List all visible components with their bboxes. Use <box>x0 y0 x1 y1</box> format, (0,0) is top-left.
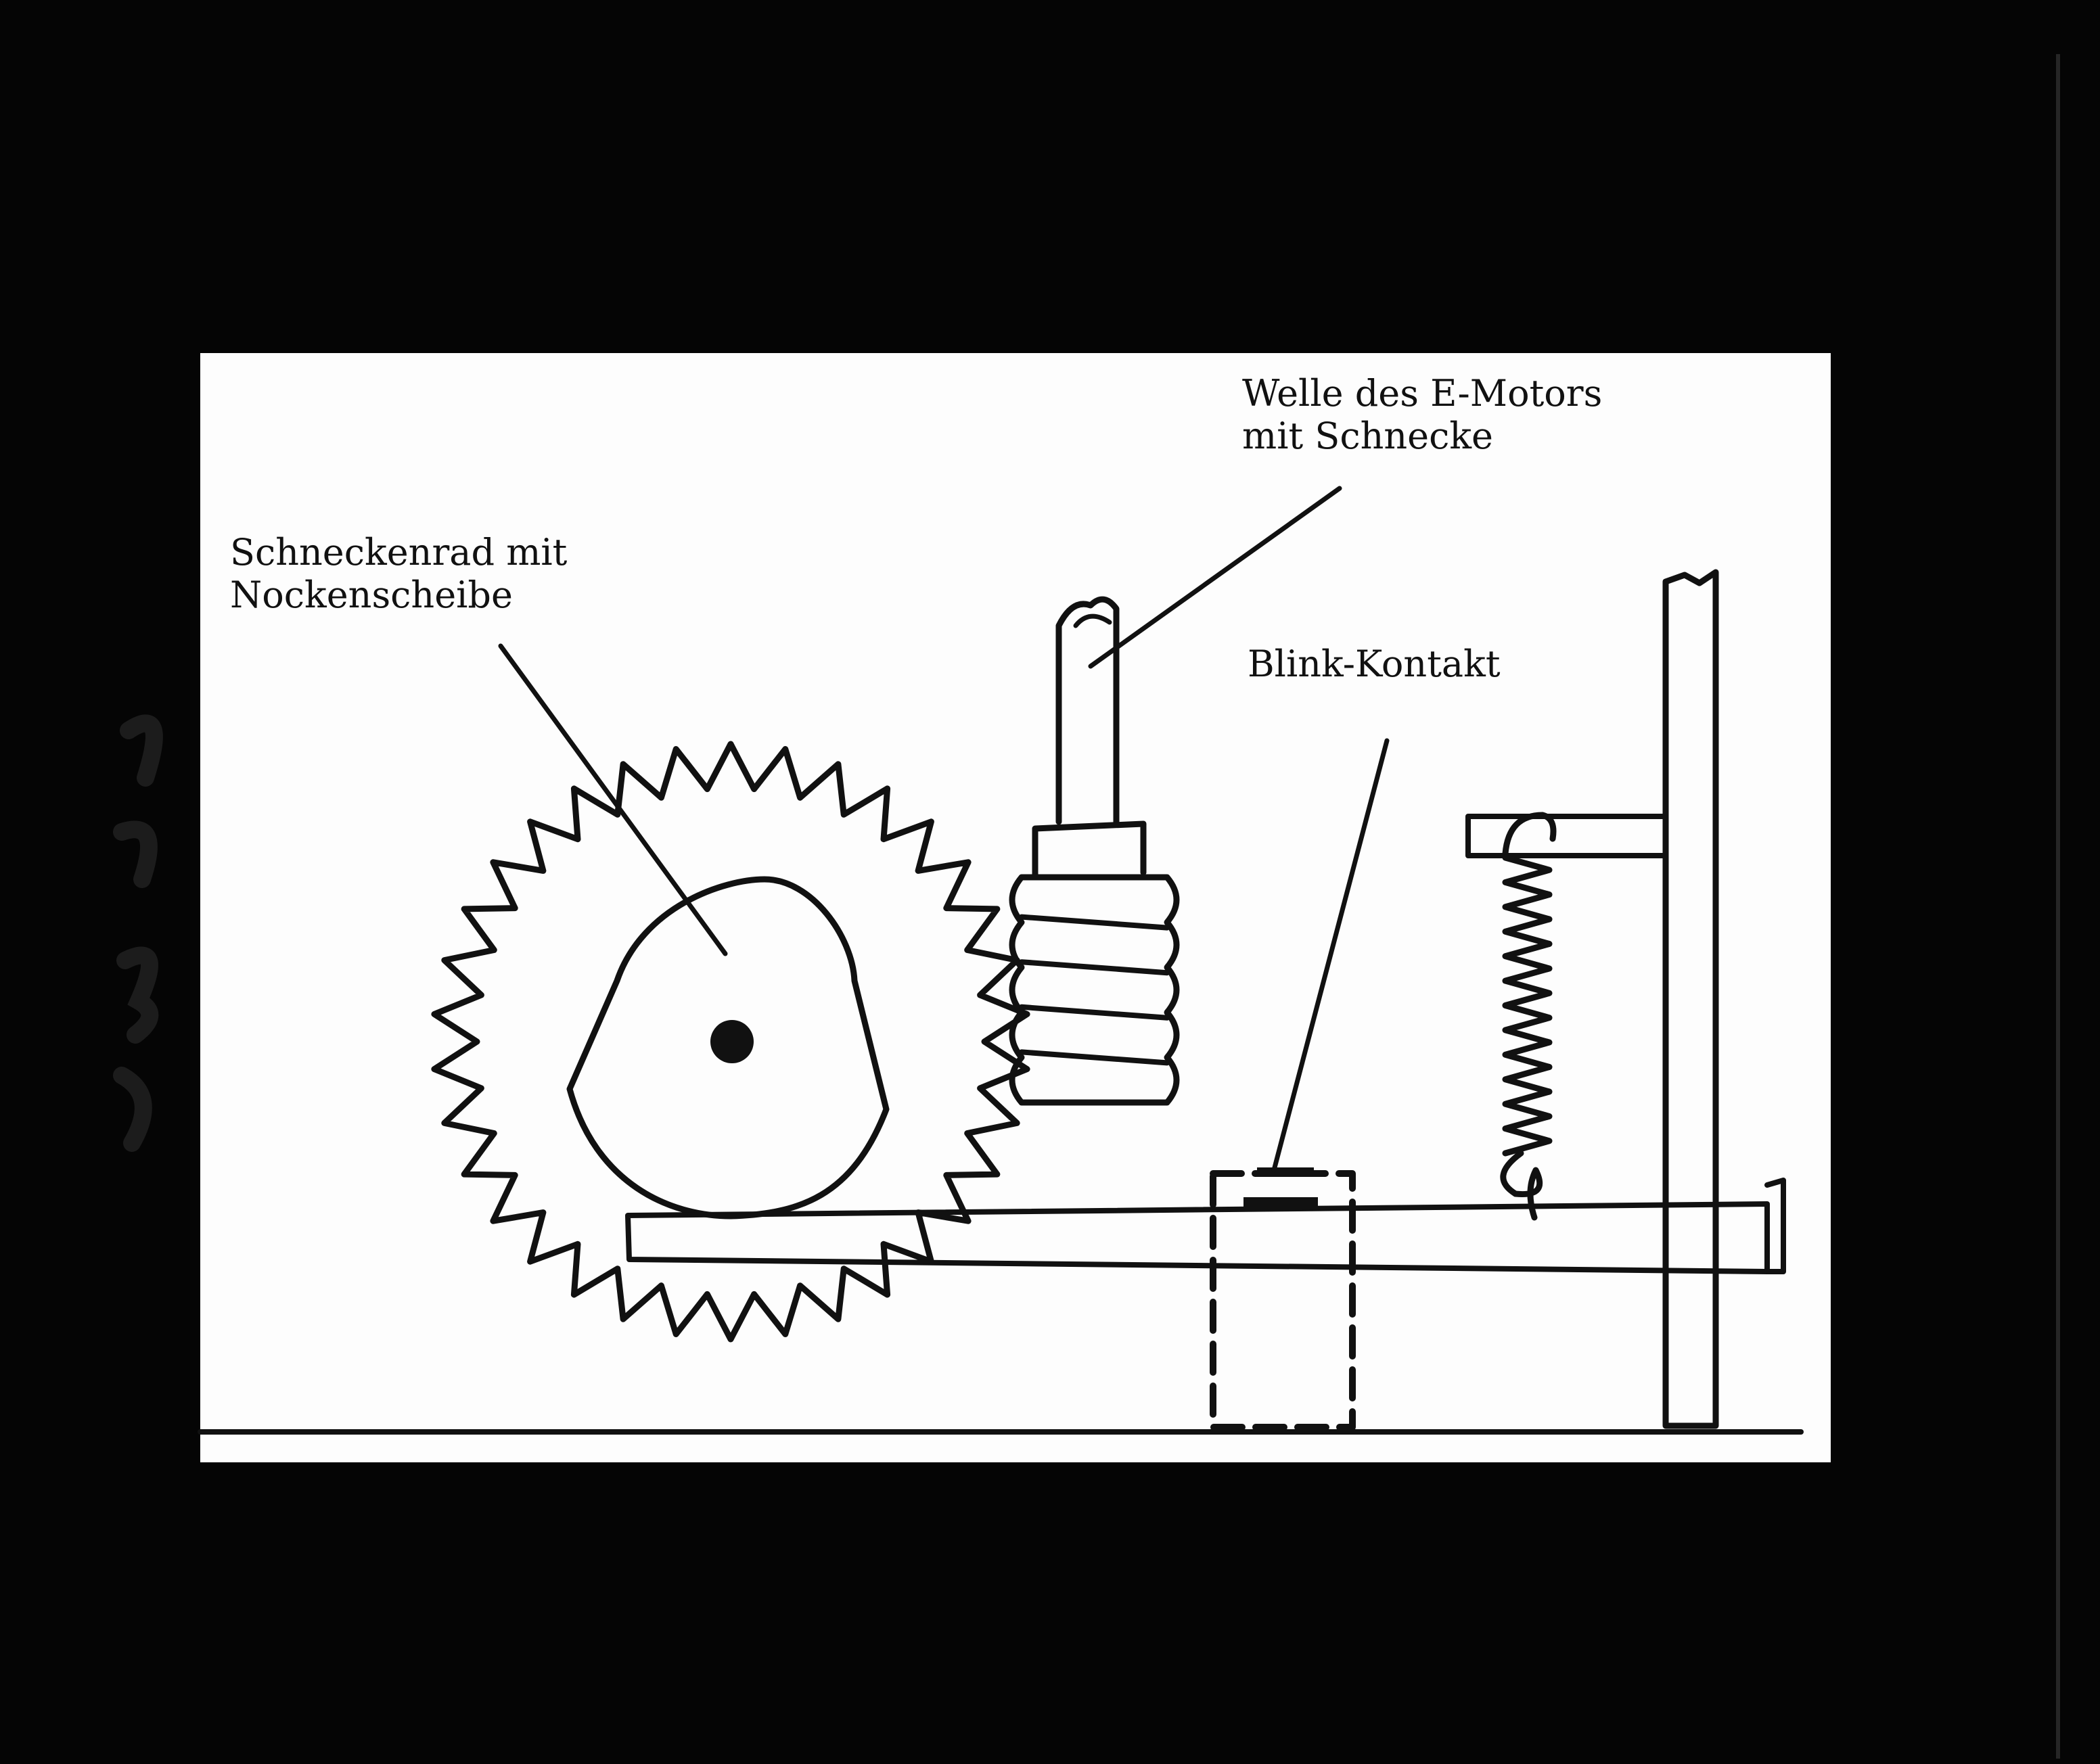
label-worm-wheel-line2: Nockenscheibe <box>230 574 513 616</box>
spring-hook-bottom <box>1500 1150 1543 1221</box>
worm-thread-line <box>1019 959 1170 976</box>
leader-line-worm-wheel <box>498 643 728 956</box>
spring-bracket <box>1465 814 1668 858</box>
contact-point-upper <box>1257 1167 1314 1177</box>
leader-line-blink-contact <box>1271 738 1390 1173</box>
label-blink-contact: Blink-Kontakt <box>1248 643 1501 685</box>
leader-line-motor-shaft <box>1088 486 1342 669</box>
tension-spring <box>1502 854 1553 1157</box>
contact-point-lower <box>1243 1197 1318 1207</box>
motor-shaft <box>1055 596 1120 825</box>
label-motor-shaft-line2: mit Schnecke <box>1242 415 1493 457</box>
worm-thread-line <box>1019 914 1170 931</box>
motor-shaft-top <box>1073 613 1112 628</box>
label-worm-wheel-line1: Schneckenrad mit <box>230 531 568 574</box>
worm-wheel-teeth <box>431 741 1030 1343</box>
worm-thread-line <box>1019 1049 1170 1066</box>
spring-hook-top <box>1502 812 1557 857</box>
vertical-post <box>1662 569 1719 1429</box>
worm-threads <box>1019 914 1170 1066</box>
handwritten-margin-number <box>113 714 163 1152</box>
label-motor-shaft-line1: Welle des E-Motors <box>1242 372 1602 415</box>
lever-end-cap <box>1764 1178 1786 1274</box>
cam-axle <box>710 1020 754 1063</box>
worm-collar <box>1032 820 1147 881</box>
worm-thread-line <box>1019 1004 1170 1021</box>
worm-screw <box>1009 874 1180 1106</box>
cam-disc <box>566 876 890 1220</box>
